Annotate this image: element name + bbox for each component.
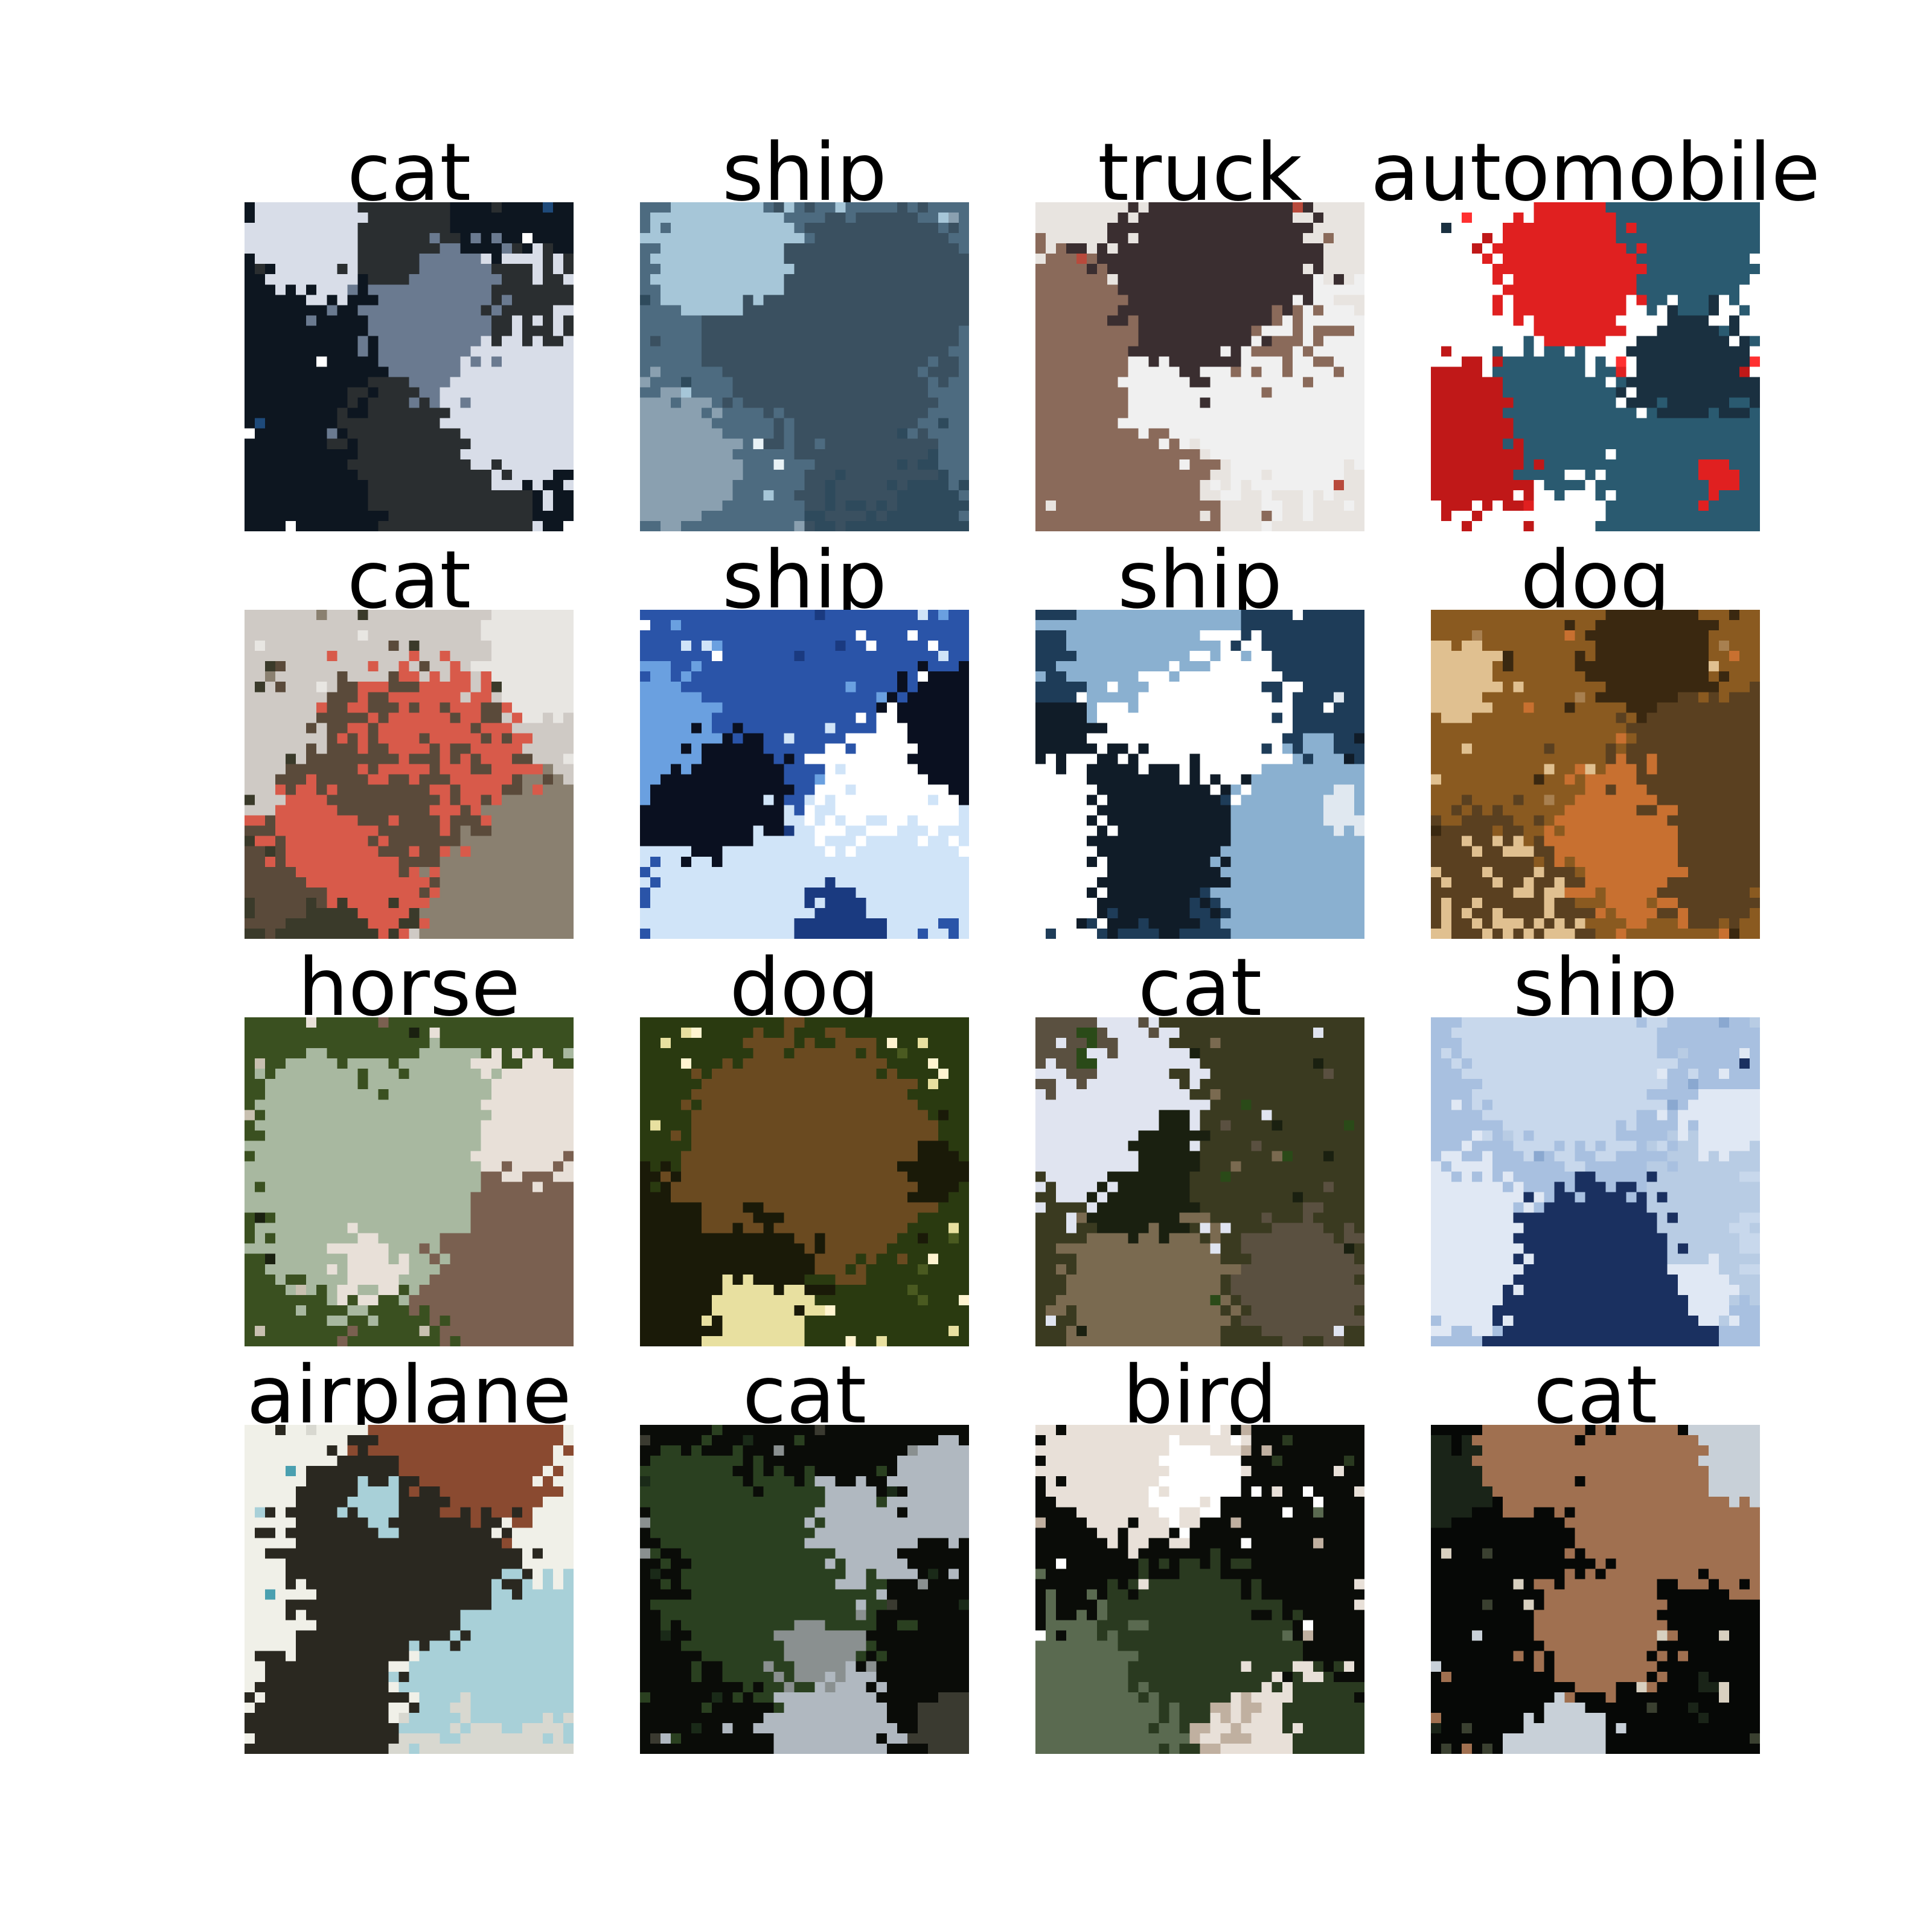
sample-image [1431, 1017, 1760, 1346]
sample-image-pixels [245, 1017, 574, 1346]
sample-image-pixels [245, 202, 574, 531]
sample-image [1035, 610, 1364, 939]
sample-image [245, 1425, 574, 1754]
sample-image-pixels [1431, 202, 1760, 531]
sample-image-pixels [245, 1425, 574, 1754]
sample-image [1431, 610, 1760, 939]
sample-image [245, 1017, 574, 1346]
sample-image [640, 1017, 969, 1346]
sample-label: horse [298, 941, 520, 1034]
sample-label: cat [1137, 941, 1262, 1034]
sample-label: cat [347, 534, 472, 627]
sample-image [1035, 202, 1364, 531]
sample-label: truck [1098, 126, 1302, 219]
sample-image [640, 1425, 969, 1754]
sample-label: cat [742, 1349, 867, 1442]
sample-image [1431, 1425, 1760, 1754]
sample-image-pixels [1431, 1425, 1760, 1754]
sample-image-pixels [640, 1425, 969, 1754]
sample-image [1431, 202, 1760, 531]
sample-label: cat [347, 126, 472, 219]
sample-image-pixels [1431, 1017, 1760, 1346]
sample-image-pixels [245, 610, 574, 939]
sample-image-pixels [1035, 610, 1364, 939]
sample-image [1035, 1425, 1364, 1754]
sample-label: bird [1122, 1349, 1278, 1442]
sample-label: ship [722, 534, 887, 627]
sample-label: cat [1533, 1349, 1658, 1442]
sample-label: dog [1520, 534, 1671, 627]
sample-image [1035, 1017, 1364, 1346]
sample-label: ship [1118, 534, 1282, 627]
sample-image-pixels [1035, 1425, 1364, 1754]
sample-image-pixels [640, 202, 969, 531]
sample-label: dog [729, 941, 880, 1034]
sample-image-pixels [640, 610, 969, 939]
sample-image [245, 610, 574, 939]
sample-image [640, 610, 969, 939]
sample-image [640, 202, 969, 531]
sample-label: ship [1513, 941, 1678, 1034]
sample-image-pixels [1035, 1017, 1364, 1346]
sample-label: ship [722, 126, 887, 219]
sample-label: automobile [1371, 126, 1820, 219]
sample-image-pixels [640, 1017, 969, 1346]
sample-image-pixels [1035, 202, 1364, 531]
sample-image-pixels [1431, 610, 1760, 939]
sample-image [245, 202, 574, 531]
sample-label: airplane [246, 1349, 572, 1442]
